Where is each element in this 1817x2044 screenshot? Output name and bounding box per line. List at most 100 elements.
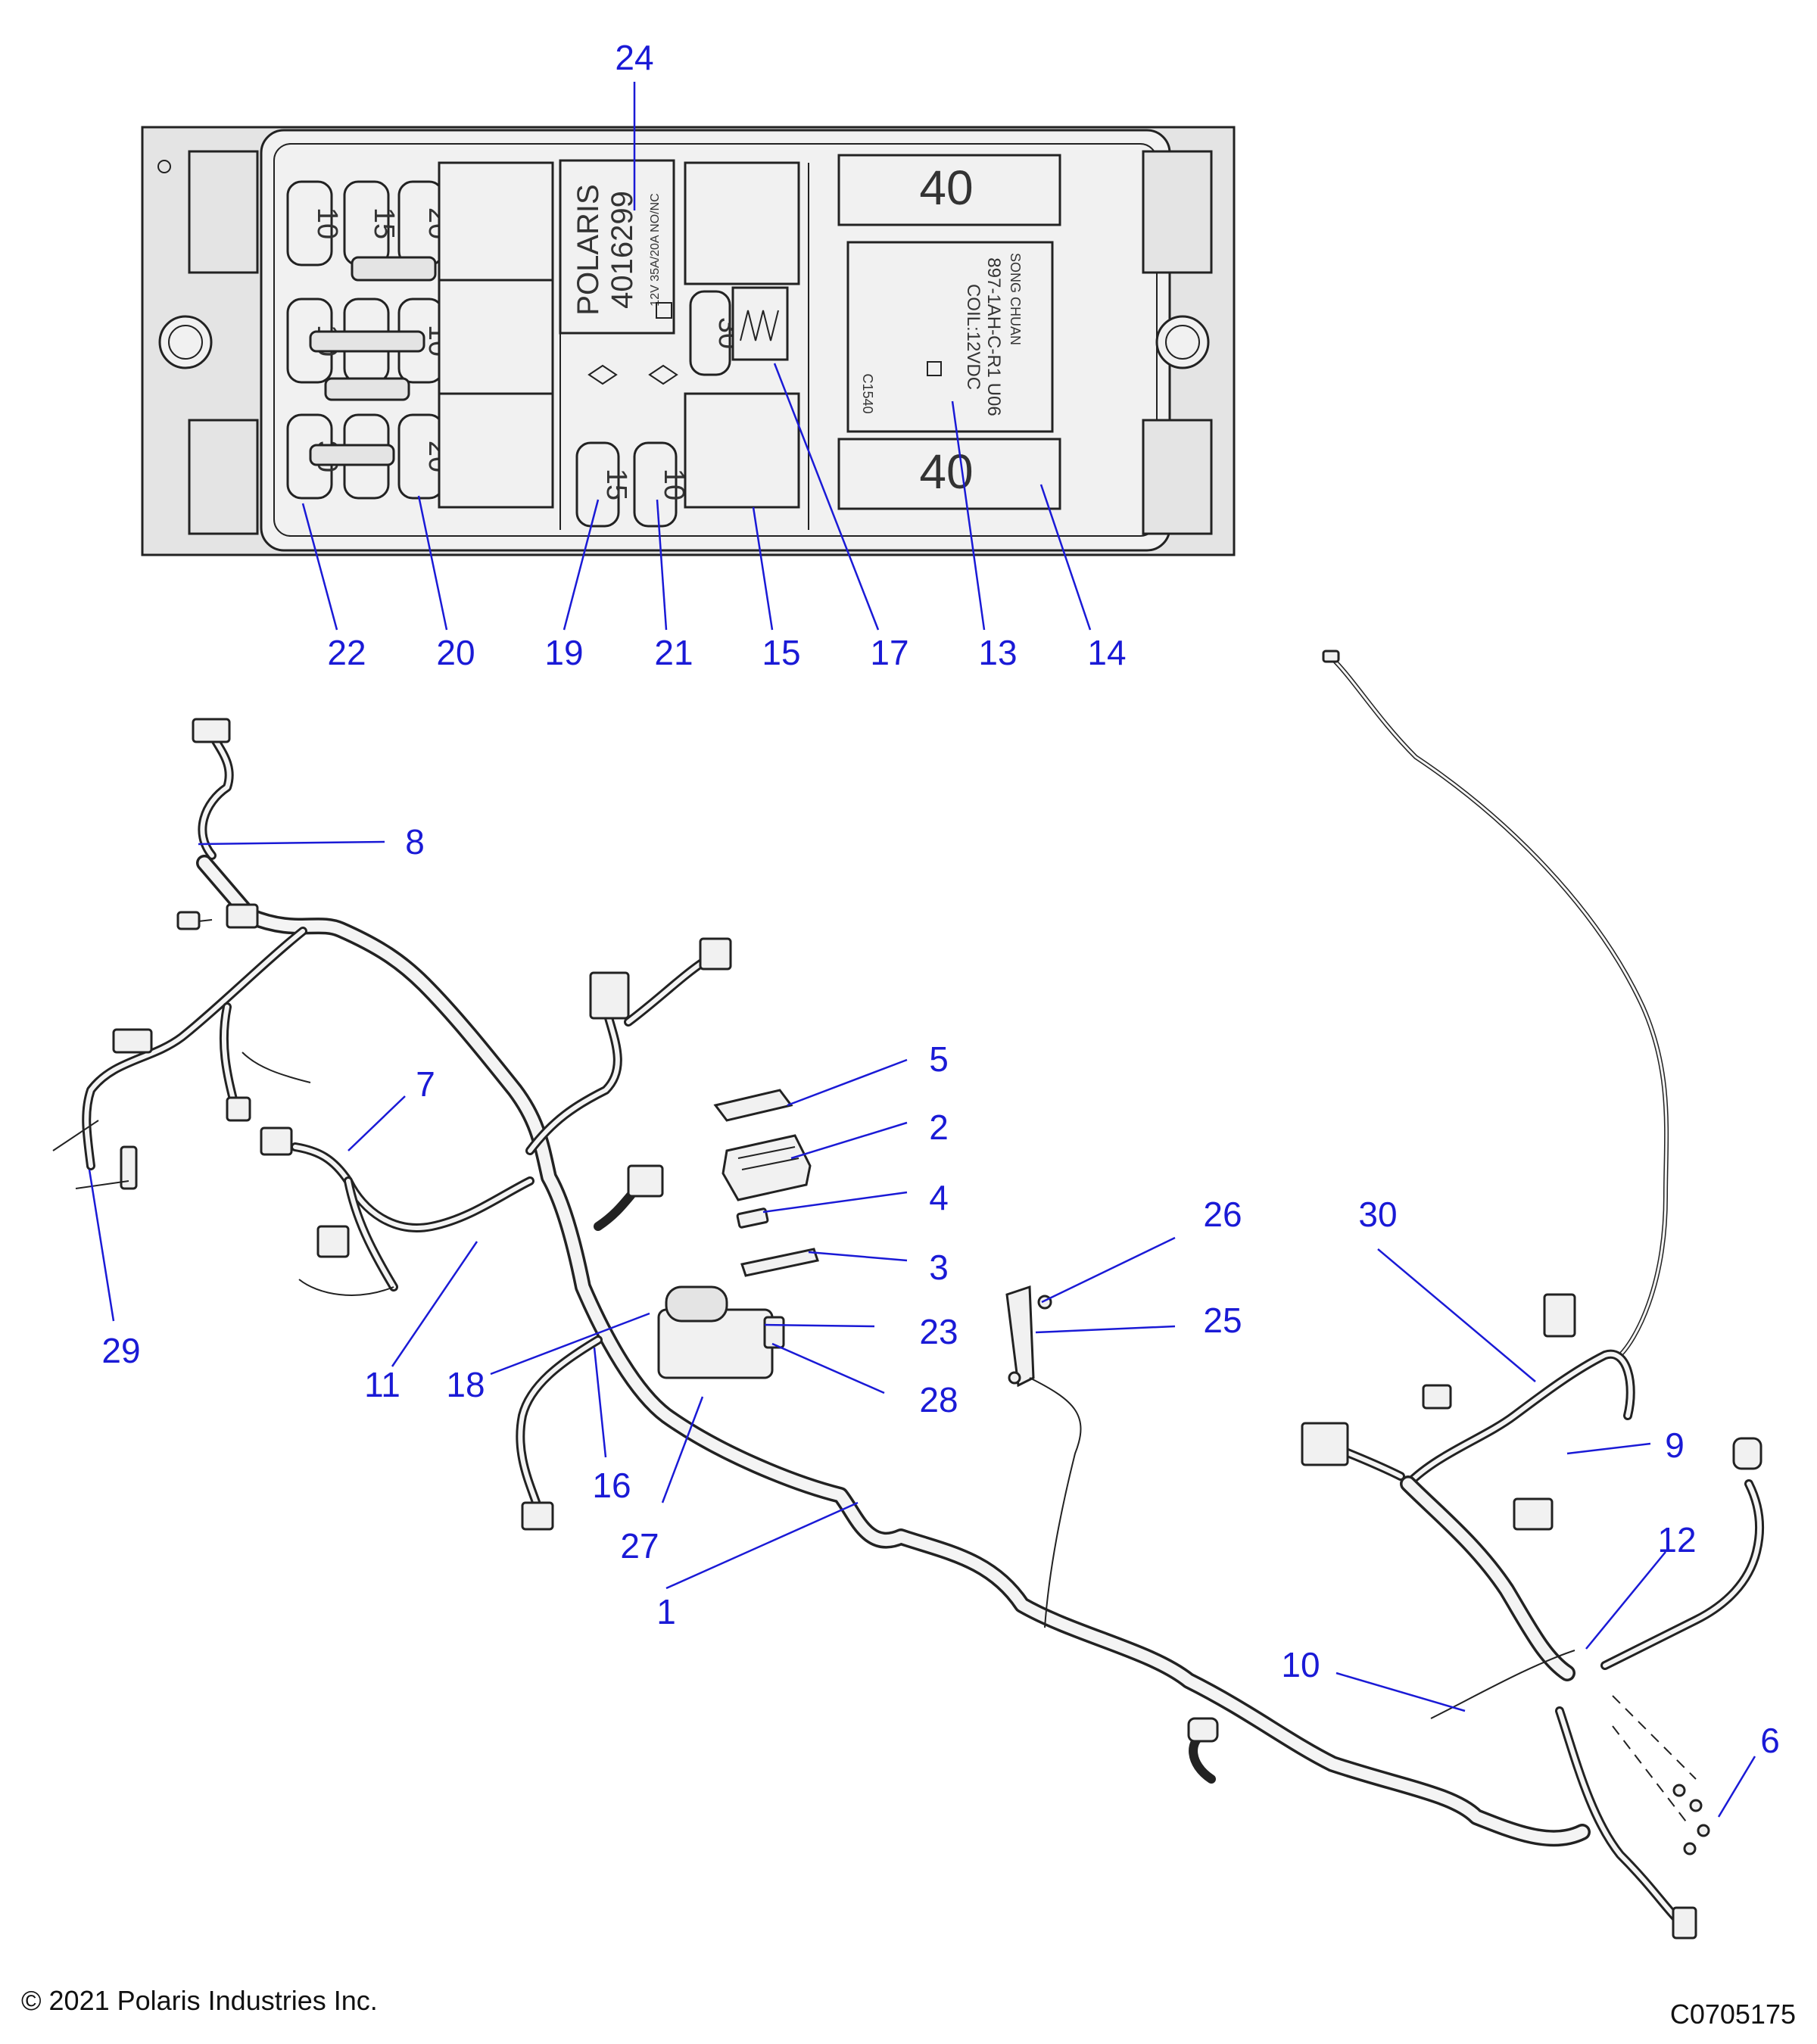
connector-right-a (1301, 1422, 1349, 1466)
callout-4: 4 (929, 1178, 949, 1217)
copyright-notice: © 2021 Polaris Industries Inc. (21, 1985, 378, 2016)
callout-13: 13 (978, 633, 1017, 672)
fuse-clips (587, 364, 678, 385)
drawing-id: C0705175 (1669, 1999, 1796, 2030)
callout-5: 5 (929, 1039, 949, 1079)
connector-right-c (1513, 1497, 1554, 1531)
polaris-relay-part: 4016299 (606, 191, 639, 309)
connector-left-upper (226, 903, 259, 929)
callout-21: 21 (654, 633, 693, 672)
connector-7 (260, 1126, 293, 1156)
left-mount-hole (158, 315, 213, 369)
maxi-fuse-bottom (837, 438, 1061, 510)
mini-relay-3 (438, 392, 554, 509)
callout-17: 17 (870, 633, 908, 672)
callout-14: 14 (1087, 633, 1126, 672)
right-mount-hole-inner (1165, 325, 1200, 360)
callout-8: 8 (405, 822, 425, 862)
callout-18: 18 (446, 1365, 485, 1404)
ground-lead (1029, 1377, 1082, 1628)
callout-22: 22 (327, 633, 366, 672)
connector-upper-mid (589, 971, 630, 1020)
fuse-r1c1 (286, 180, 333, 266)
part-3 (740, 1248, 819, 1277)
connector-7b (316, 1225, 350, 1258)
callout-28: 28 (919, 1380, 958, 1419)
mini-relay-15 (684, 392, 800, 509)
small-hole (157, 160, 171, 173)
callout-11: 11 (364, 1365, 400, 1404)
fuse-puller-4 (309, 444, 395, 466)
callout-12: 12 (1657, 1520, 1696, 1559)
callout-29: 29 (101, 1331, 140, 1370)
connector-29b (120, 1145, 138, 1190)
big-relay-body (846, 241, 1054, 433)
callout-19: 19 (544, 633, 583, 672)
callout-23: 23 (919, 1312, 958, 1351)
connector-8 (192, 718, 231, 743)
mini-relay-4 (684, 161, 800, 285)
label-5 (713, 1089, 793, 1122)
fuse-r1c2-label: 15 (368, 207, 400, 239)
big-relay-code: C1540 (860, 373, 875, 413)
part-4 (736, 1207, 769, 1229)
connector-mid-up (627, 1164, 664, 1198)
callout-30: 30 (1358, 1195, 1397, 1234)
main-harness (52, 650, 1765, 1940)
big-relay-line1: 897-1AH-C-R1 U06 (983, 257, 1004, 416)
fuse-box: 10 15 20 10 10 30 20 (141, 126, 1236, 556)
right-tab-bottom (1142, 419, 1213, 535)
branch-9 (1404, 1349, 1635, 1488)
left-mount-hole-inner (168, 325, 203, 360)
big-relay-line2: COIL:12VDC (963, 284, 983, 390)
big-relay-pin (927, 361, 942, 376)
fuse-box-leaders (301, 82, 1092, 631)
callout-1: 1 (656, 1592, 676, 1631)
callout-7: 7 (416, 1064, 435, 1104)
long-lead (1332, 658, 1668, 1356)
fuse-mid-30 (689, 290, 731, 376)
long-lead-terminal (1322, 650, 1340, 663)
trunk-1-inner (198, 857, 1588, 1844)
fuse-mid-10 (633, 441, 678, 528)
maxi-fuse-top-label: 40 (919, 160, 973, 215)
big-relay-brand: SONG CHUAN (1008, 253, 1023, 345)
connector-upper-right (699, 937, 732, 971)
right-tab-top (1142, 150, 1213, 274)
callout-26: 26 (1203, 1195, 1242, 1234)
fuse-puller-2 (309, 330, 425, 353)
mini-relay-1 (438, 161, 554, 282)
callout-25: 25 (1203, 1301, 1242, 1340)
branch-10 (1430, 1650, 1575, 1719)
connector-lower-left (1187, 1717, 1219, 1743)
diode-zigzag (740, 310, 779, 341)
left-fuse-block: 10 15 20 10 10 30 20 (286, 180, 454, 500)
callout-27: 27 (620, 1526, 659, 1566)
connector-lower-right (1672, 1906, 1697, 1940)
wire-lead (242, 1052, 311, 1083)
harness-fuse-box-clip (763, 1316, 785, 1349)
connector-right-d (1422, 1384, 1452, 1410)
harness-fuse-box (657, 1285, 785, 1379)
fuse-puller-1 (351, 256, 437, 282)
harness-leaders (88, 840, 1756, 1818)
polaris-relay-brand: POLARIS (572, 184, 605, 315)
fuse-box-cover-2 (722, 1134, 812, 1201)
connector-right-b (1543, 1293, 1576, 1338)
mini-relay-2 (438, 279, 554, 395)
polaris-relay: POLARIS 4016299 12V 35A/20A NO/NC (559, 159, 675, 335)
callout-labels: 24 22 20 19 21 15 17 13 14 8 7 29 11 18 … (101, 38, 1779, 1760)
bracket-25 (1005, 1285, 1035, 1388)
left-tab-bottom (188, 419, 259, 535)
branch-lower-right (1555, 1706, 1685, 1927)
polaris-relay-pin (656, 302, 672, 319)
connector-29a (112, 1028, 153, 1054)
callout-6: 6 (1760, 1721, 1780, 1760)
big-relay: 897-1AH-C-R1 U06 COIL:12VDC SONG CHUAN C… (846, 241, 1054, 433)
callout-2: 2 (929, 1108, 949, 1147)
callout-15: 15 (762, 633, 800, 672)
branch-12 (1600, 1479, 1765, 1670)
fasteners-6 (1612, 1695, 1710, 1855)
left-tab-top (188, 150, 259, 274)
